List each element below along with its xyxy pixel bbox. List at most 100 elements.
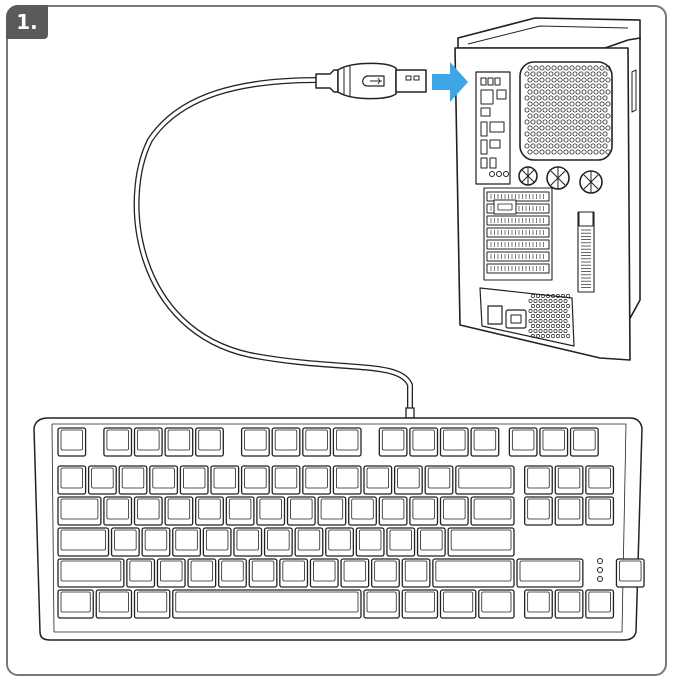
- keyboard: [33, 417, 645, 641]
- key: [370, 558, 400, 588]
- key: [57, 496, 102, 526]
- key: [118, 465, 148, 495]
- status-leds: [597, 558, 603, 582]
- key: [524, 465, 553, 495]
- key: [240, 427, 270, 457]
- key: [478, 589, 515, 619]
- key: [103, 496, 133, 526]
- key: [248, 558, 278, 588]
- key: [271, 427, 301, 457]
- pc-tower: [454, 17, 641, 361]
- key: [57, 527, 110, 557]
- key: [539, 427, 569, 457]
- key: [240, 465, 270, 495]
- key: [156, 558, 186, 588]
- key: [95, 589, 133, 619]
- key: [87, 465, 117, 495]
- key: [57, 427, 87, 457]
- key: [470, 427, 500, 457]
- key: [133, 427, 163, 457]
- key: [554, 465, 584, 495]
- step-number-badge: 1.: [6, 5, 48, 39]
- key: [263, 527, 293, 557]
- key: [439, 496, 469, 526]
- usb-port-icon: [480, 77, 487, 86]
- key: [294, 527, 324, 557]
- key: [401, 558, 431, 588]
- pc-top-panel: [457, 17, 641, 49]
- key: [279, 558, 309, 588]
- key: [57, 589, 94, 619]
- key: [179, 465, 209, 495]
- key: [615, 558, 645, 588]
- key: [225, 496, 255, 526]
- key: [470, 496, 515, 526]
- cooling-holes: [518, 166, 603, 194]
- key: [416, 527, 446, 557]
- key: [271, 465, 301, 495]
- key: [172, 589, 362, 619]
- key: [554, 589, 584, 619]
- key: [110, 527, 140, 557]
- key: [233, 527, 263, 557]
- key: [302, 465, 332, 495]
- key: [141, 527, 171, 557]
- key: [585, 496, 615, 526]
- key: [317, 496, 347, 526]
- key: [195, 496, 224, 526]
- usb-plug: [315, 62, 427, 100]
- key: [103, 427, 133, 457]
- power-switch: [487, 305, 503, 325]
- key: [202, 527, 232, 557]
- key: [447, 527, 515, 557]
- key: [332, 465, 362, 495]
- key: [133, 589, 171, 619]
- key: [401, 589, 439, 619]
- key: [332, 427, 362, 457]
- key: [524, 496, 553, 526]
- key: [302, 427, 332, 457]
- key: [325, 527, 355, 557]
- key: [363, 589, 400, 619]
- key: [516, 558, 584, 588]
- key: [126, 558, 156, 588]
- insert-direction-arrow-icon: [432, 62, 468, 102]
- key: [309, 558, 339, 588]
- key: [340, 558, 370, 588]
- key: [554, 496, 584, 526]
- key: [164, 427, 194, 457]
- key: [133, 496, 163, 526]
- key: [439, 427, 469, 457]
- key: [585, 589, 615, 619]
- key: [455, 465, 515, 495]
- fan-grille: [519, 61, 613, 161]
- key: [187, 558, 217, 588]
- key: [57, 465, 87, 495]
- key: [172, 527, 202, 557]
- key: [256, 496, 286, 526]
- usb-connector: [395, 69, 427, 93]
- key: [164, 496, 194, 526]
- key: [378, 427, 408, 457]
- key: [386, 527, 416, 557]
- key: [409, 427, 439, 457]
- usb-cable: [133, 77, 415, 419]
- key: [378, 496, 408, 526]
- key: [569, 427, 599, 457]
- key: [210, 465, 240, 495]
- cable-strain-relief: [405, 407, 415, 419]
- key: [286, 496, 316, 526]
- key: [363, 465, 393, 495]
- key: [57, 558, 125, 588]
- key: [393, 465, 423, 495]
- key: [195, 427, 224, 457]
- key: [409, 496, 439, 526]
- key: [348, 496, 377, 526]
- key: [217, 558, 247, 588]
- keyboard-keys: [57, 427, 645, 619]
- key: [524, 589, 553, 619]
- key: [424, 465, 454, 495]
- key: [439, 589, 477, 619]
- key: [355, 527, 385, 557]
